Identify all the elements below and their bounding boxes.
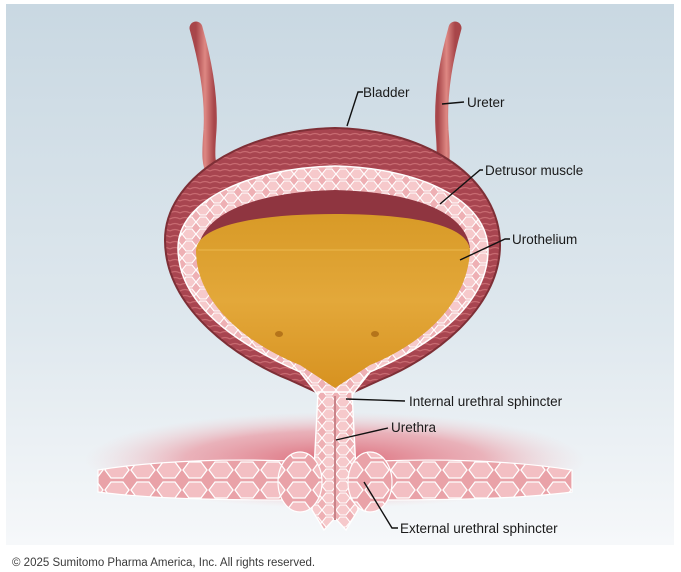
label-urethra: Urethra [391,420,437,435]
ureter-orifice-left [275,331,283,337]
label-bladder: Bladder [363,85,410,100]
label-urothelium: Urothelium [512,232,577,247]
external-sphincter-left [278,452,322,512]
external-sphincter-right [348,452,392,512]
label-internal-urethral-sphincter: Internal urethral sphincter [409,394,563,409]
label-external-urethral-sphincter: External urethral sphincter [400,521,558,536]
label-detrusor-muscle: Detrusor muscle [485,163,583,178]
ureter-orifice-right [371,331,379,337]
label-ureter: Ureter [467,95,505,110]
copyright-notice: © 2025 Sumitomo Pharma America, Inc. All… [12,557,315,569]
